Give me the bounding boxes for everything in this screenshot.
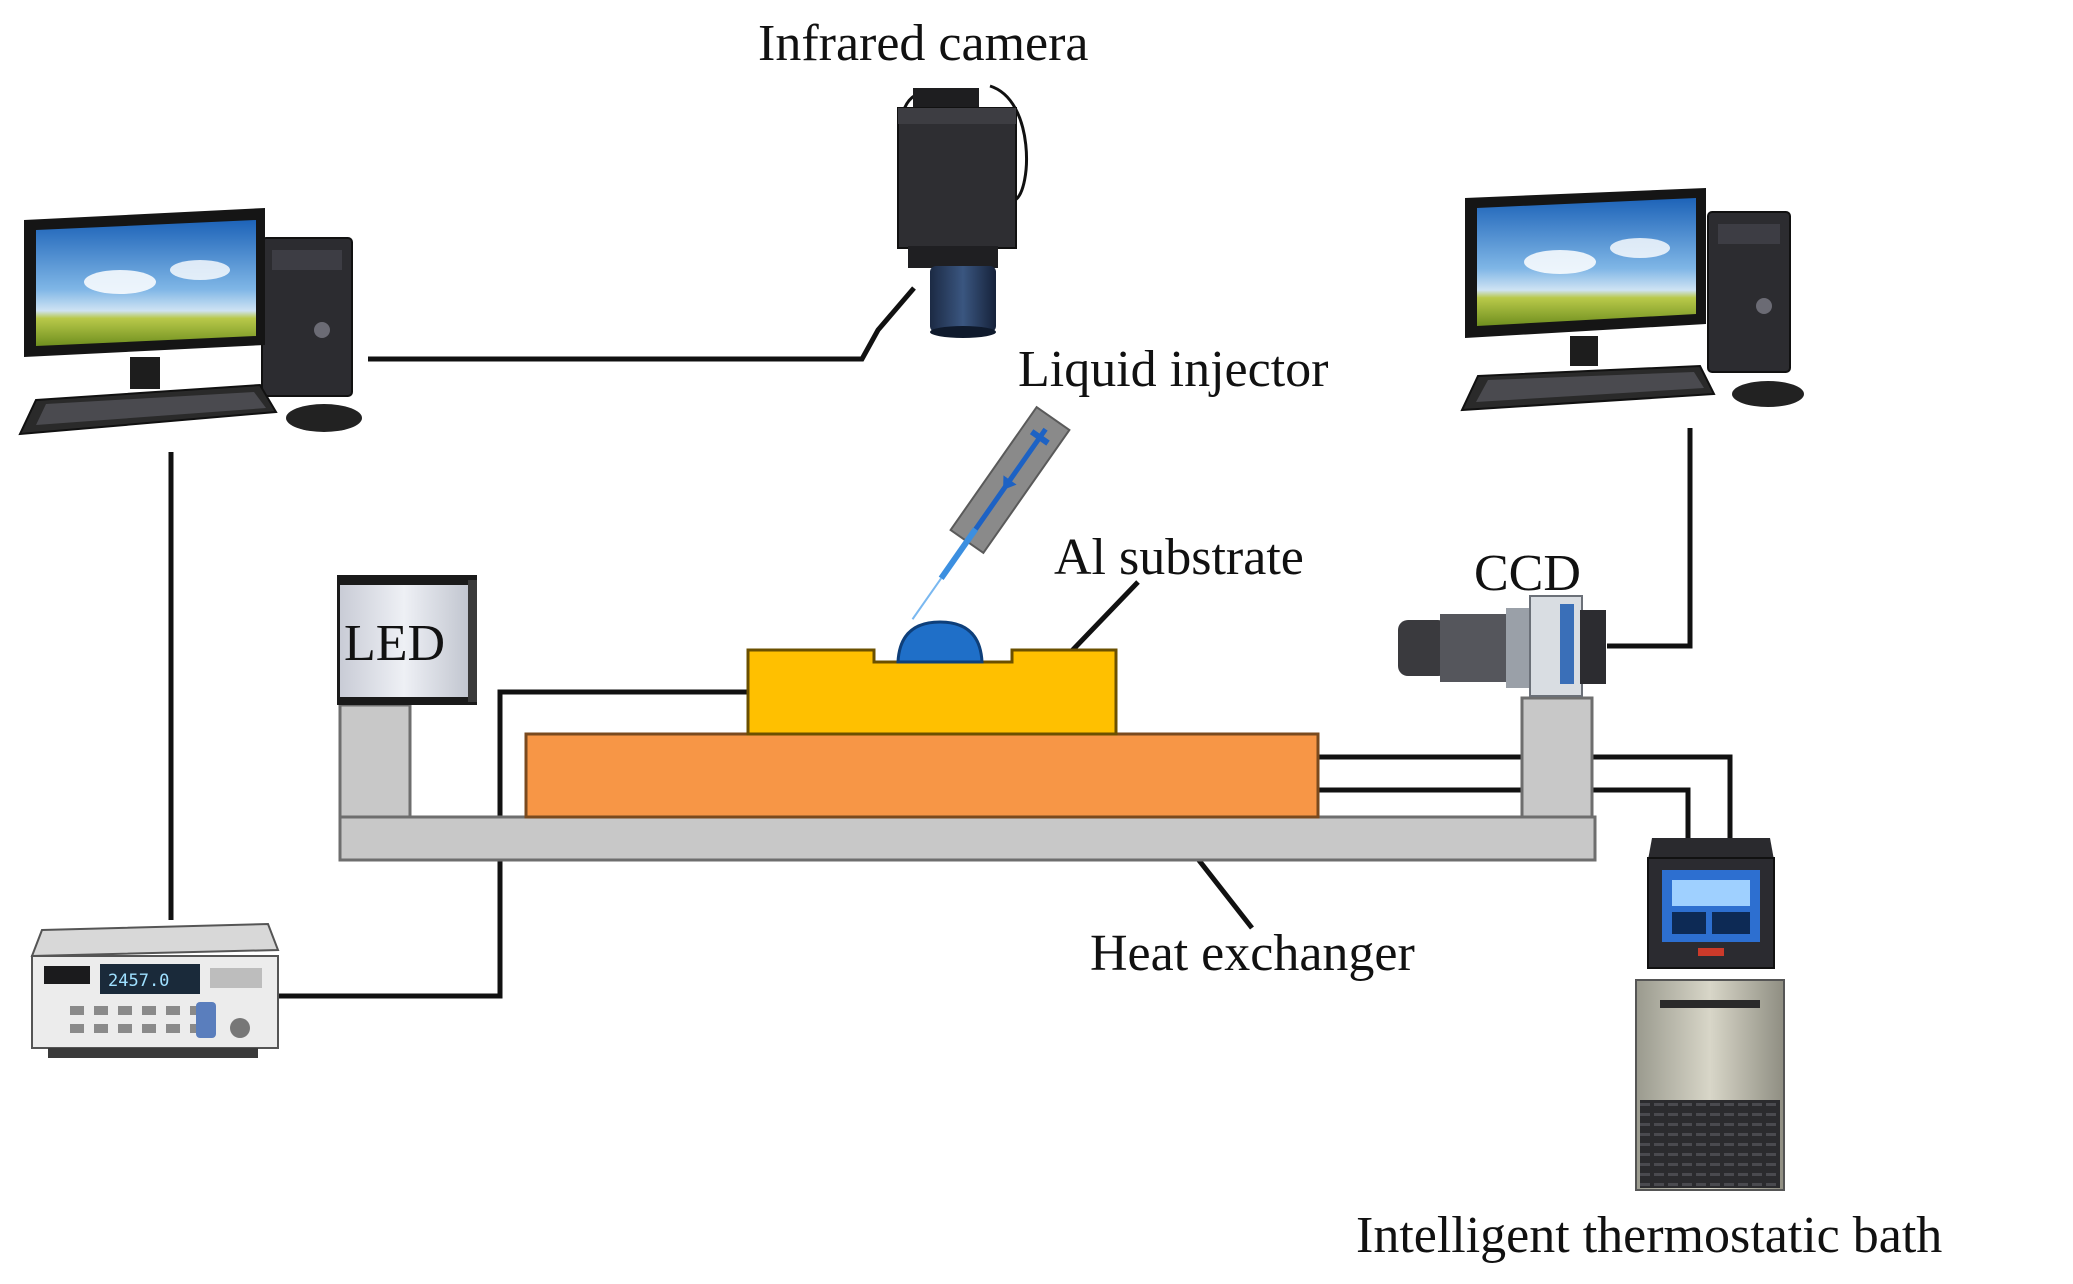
led-light-source: [337, 575, 477, 705]
platform-base: [338, 815, 1597, 862]
wire-exchanger-to-bath-lower: [1318, 787, 1691, 840]
right-computer: [1460, 188, 1804, 412]
label-infrared-camera: Infrared camera: [758, 15, 1089, 72]
desktop-computer-icon: [18, 208, 362, 436]
thermostatic-bath-icon: [1635, 838, 1785, 1191]
heat-exchanger-block: [524, 732, 1320, 819]
al-substrate-block: [746, 648, 1118, 736]
droplet: [896, 620, 984, 664]
label-liquid-injector: Liquid injector: [1018, 341, 1328, 398]
ccd-camera-icon: [1398, 595, 1606, 697]
left-computer: [18, 208, 362, 436]
desktop-computer-icon: [1460, 188, 1804, 412]
syringe-icon: [911, 405, 1071, 620]
ccd-support-post: [1520, 696, 1594, 819]
labels: Infrared camera Liquid injector Al subst…: [344, 15, 1942, 1264]
data-acquisition-icon: 2457.0: [30, 922, 280, 1058]
label-ccd: CCD: [1474, 545, 1581, 602]
test-platform: [338, 620, 1597, 862]
label-heat-exchanger: Heat exchanger: [1090, 925, 1415, 982]
infrared-camera-icon: [897, 84, 1028, 338]
wire-left-computer-to-infrared-camera: [368, 286, 916, 362]
wire-ccd-to-right-computer: [1607, 428, 1693, 649]
svg-text:2457.0: 2457.0: [108, 971, 169, 991]
wire-exchanger-to-bath-upper: [1318, 754, 1733, 840]
label-thermostatic-bath: Intelligent thermostatic bath: [1356, 1207, 1942, 1264]
label-al-substrate: Al substrate: [1054, 529, 1304, 586]
led-support-post: [338, 703, 412, 819]
label-led: LED: [344, 615, 445, 672]
